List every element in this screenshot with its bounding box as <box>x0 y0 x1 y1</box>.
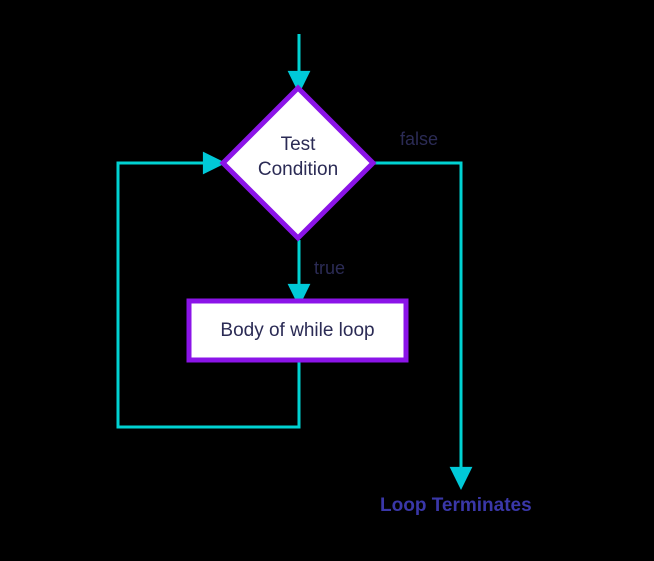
process-node-loop-body[interactable] <box>186 298 409 363</box>
loopback-edge <box>116 151 301 429</box>
decision-node-label-line2: Condition <box>257 159 339 180</box>
edge-label-false: false <box>400 129 439 149</box>
process-node-label: Body of while loop <box>220 320 375 341</box>
false-edge <box>375 161 473 491</box>
terminal-label-loop-terminates: Loop Terminates <box>380 495 532 516</box>
decision-node-label-line1: Test <box>280 134 316 155</box>
edge-label-true: true <box>314 258 346 278</box>
decision-node-test-condition[interactable] <box>219 84 377 242</box>
